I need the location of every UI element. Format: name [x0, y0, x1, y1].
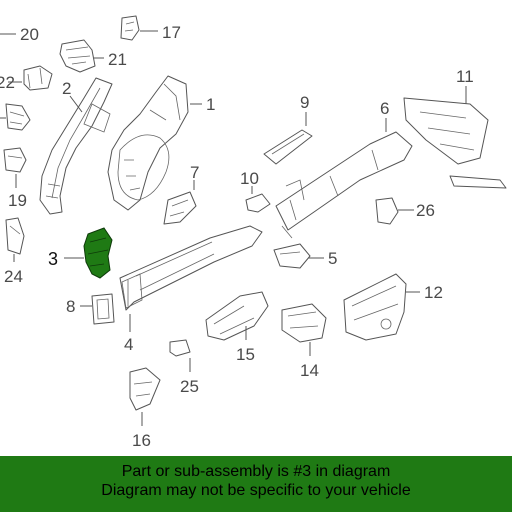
- part-26: 26: [375, 197, 435, 225]
- part-10: 10: [240, 169, 271, 213]
- callout-5: 5: [328, 249, 337, 268]
- callout-7: 7: [190, 163, 199, 182]
- part-1: 1: [107, 75, 215, 211]
- part-5: 5: [273, 243, 337, 269]
- part-9: 9: [263, 93, 313, 165]
- callout-15: 15: [236, 345, 255, 364]
- part-23: [0, 103, 31, 131]
- part-7: 7: [163, 163, 199, 225]
- part-19: [3, 147, 27, 173]
- callout-20: 20: [20, 25, 39, 44]
- part-21: 21: [59, 39, 127, 73]
- callout-16: 16: [132, 431, 151, 450]
- banner-line-1: Part or sub-assembly is #3 in diagram: [121, 463, 391, 480]
- callout-22: 22: [0, 73, 15, 92]
- callout-1: 1: [206, 95, 215, 114]
- callout-4: 4: [124, 335, 133, 354]
- part-12: 12: [343, 273, 443, 341]
- part-2: 2: [39, 77, 113, 215]
- part-24: 24: [4, 217, 25, 286]
- part-strip: [449, 175, 507, 189]
- callout-6: 6: [380, 99, 389, 118]
- part-4: 4: [119, 225, 263, 354]
- part-3-highlighted: 3: [48, 227, 113, 279]
- banner-line-2: Diagram may not be specific to your vehi…: [101, 482, 411, 499]
- callout-24: 24: [4, 267, 23, 286]
- callout-8: 8: [66, 297, 75, 316]
- callout-2: 2: [62, 79, 71, 98]
- part-25: 25: [169, 339, 199, 396]
- callout-25: 25: [180, 377, 199, 396]
- callout-14: 14: [300, 361, 319, 380]
- callout-18: 19: [8, 191, 27, 210]
- part-17: 17: [120, 15, 181, 42]
- part-8: 8: [66, 293, 115, 325]
- part-11: 11: [403, 67, 489, 165]
- callout-21: 21: [108, 50, 127, 69]
- part-18: 19: [8, 174, 27, 210]
- callout-9: 9: [300, 93, 309, 112]
- part-15: 15: [205, 291, 269, 364]
- callout-10: 10: [240, 169, 259, 188]
- info-banner: Part or sub-assembly is #3 in diagram Di…: [0, 456, 512, 512]
- part-16: 16: [129, 367, 161, 450]
- callout-11: 11: [456, 67, 474, 86]
- parts-diagram: 20 17 21 22 2 1: [0, 15, 507, 450]
- part-6: 6: [275, 99, 413, 239]
- part-14: 14: [281, 303, 327, 380]
- callout-3: 3: [48, 249, 58, 269]
- callout-26: 26: [416, 201, 435, 220]
- callout-12: 12: [424, 283, 443, 302]
- part-22: 22: [0, 65, 53, 92]
- part-20: 20: [0, 25, 39, 44]
- callout-17: 17: [162, 23, 181, 42]
